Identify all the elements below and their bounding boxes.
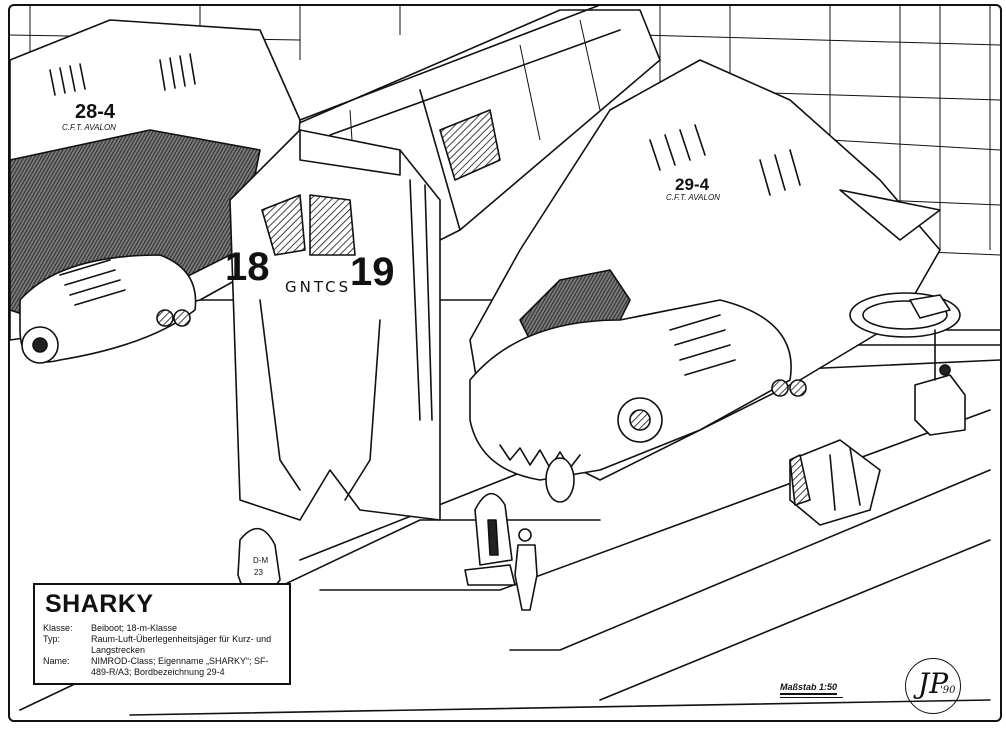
caption-row-name: Name: NIMROD-Class; Eigenname „SHARKY“; …	[43, 656, 281, 678]
bay-code: GNTCS	[285, 278, 351, 296]
caption-title: SHARKY	[45, 590, 154, 618]
caption-key: Typ:	[43, 634, 61, 644]
caption-value: NIMROD-Class; Eigenname „SHARKY“; SF-489…	[91, 656, 269, 677]
caption-key: Name:	[43, 656, 70, 666]
service-robot-right	[914, 329, 966, 436]
droid-label-line2: 23	[254, 568, 263, 577]
supply-crates	[789, 439, 881, 526]
ship-sharky-29-4: 29-4 C.F.T. AVALON	[469, 59, 941, 503]
caption-value: Beiboot; 18-m-Klasse	[91, 623, 178, 633]
hull-name-29-4: C.F.T. AVALON	[666, 193, 720, 202]
hull-number-28-4: 28-4	[75, 101, 116, 123]
docking-ring	[849, 292, 961, 338]
scale-label: Maßstab 1:50	[780, 682, 844, 698]
crew-member	[514, 528, 538, 611]
hull-name-28-4: C.F.T. AVALON	[62, 123, 116, 132]
signature-monogram: JP	[918, 667, 949, 700]
caption-row-type: Typ: Raum-Luft-Überlegenheitsjäger für K…	[43, 634, 281, 656]
droid-label-line1: D-M	[253, 556, 268, 565]
caption-box: SHARKY Klasse: Beiboot; 18-m-Klasse Typ:…	[33, 583, 291, 685]
hull-number-29-4: 29-4	[675, 175, 710, 194]
signature-year: '90	[940, 685, 956, 696]
bay-gate: 18 19 GNTCS	[225, 129, 441, 521]
caption-key: Klasse:	[43, 623, 73, 633]
bay-number-right: 19	[350, 250, 395, 294]
caption-value: Raum-Luft-Überlegenheitsjäger für Kurz- …	[91, 634, 272, 655]
caption-row-class: Klasse: Beiboot; 18-m-Klasse	[43, 623, 281, 634]
maintenance-pod	[464, 492, 516, 586]
bay-number-left: 18	[225, 245, 270, 289]
ship-28-4: 28-4 C.F.T. AVALON	[9, 19, 301, 364]
artist-signature: JP '90	[905, 658, 961, 714]
